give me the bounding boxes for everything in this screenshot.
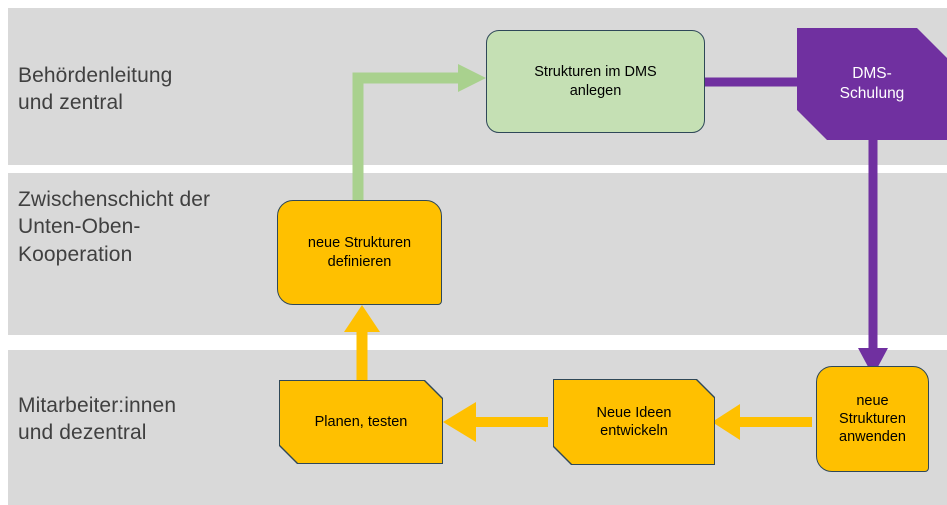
band-label-staff: Mitarbeiter:innen und dezentral	[18, 394, 177, 445]
connector-ideen-to-planen	[443, 402, 548, 442]
node-neue-strukturen-definieren[interactable]: neue Strukturen definieren	[277, 200, 442, 305]
node-shape	[554, 380, 714, 464]
node-planen-testen[interactable]: Planen, testen	[279, 380, 443, 464]
connector-planen-to-definieren	[344, 305, 380, 380]
node-label: Neue Ideen entwickeln	[596, 404, 672, 439]
node-dms-schulung[interactable]: DMS- Schulung	[797, 28, 947, 140]
node-neue-ideen-entwickeln[interactable]: Neue Ideen entwickeln	[553, 379, 715, 465]
band-label-leadership: Behördenleitung und zentral	[18, 64, 173, 115]
node-shape	[797, 28, 947, 140]
connector-definieren-to-anlegen	[352, 64, 486, 200]
node-label: neue Strukturen definieren	[307, 235, 412, 270]
node-neue-strukturen-anwenden[interactable]: neue Strukturen anwenden	[816, 366, 929, 472]
node-label: Strukturen im DMS anlegen	[534, 64, 657, 99]
swimlane-band-middle	[8, 173, 947, 335]
connector-anwenden-to-ideen	[712, 404, 812, 440]
swimlane-band-staff	[8, 350, 947, 505]
node-label: DMS- Schulung	[839, 64, 905, 102]
node-label: Planen, testen	[314, 413, 408, 430]
node-label: neue Strukturen anwenden	[839, 392, 906, 446]
node-shape	[280, 381, 442, 463]
connector-schulung-to-anwenden	[858, 140, 888, 376]
node-strukturen-im-dms-anlegen[interactable]: Strukturen im DMS anlegen	[486, 30, 705, 133]
band-label-middle: Zwischenschicht der Unten-Oben- Kooperat…	[18, 188, 211, 266]
